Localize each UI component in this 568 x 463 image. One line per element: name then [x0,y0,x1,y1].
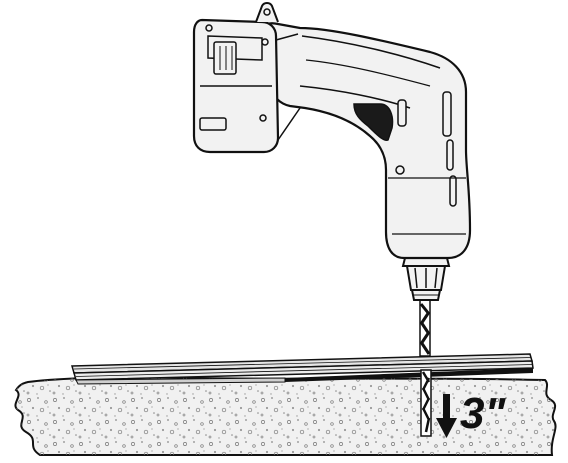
arrow-down-icon [436,394,457,438]
grip-vents [442,91,457,207]
depth-label: 3" [460,389,506,438]
battery-pack [192,2,301,154]
cordless-drill-icon [260,22,472,301]
flooring-layers [71,353,534,385]
drill-trigger [353,103,394,142]
drill-bit [419,299,431,357]
direction-switch [397,99,407,127]
drill-body [260,22,472,260]
drill-chuck [401,257,451,301]
drilled-hole [420,369,432,437]
